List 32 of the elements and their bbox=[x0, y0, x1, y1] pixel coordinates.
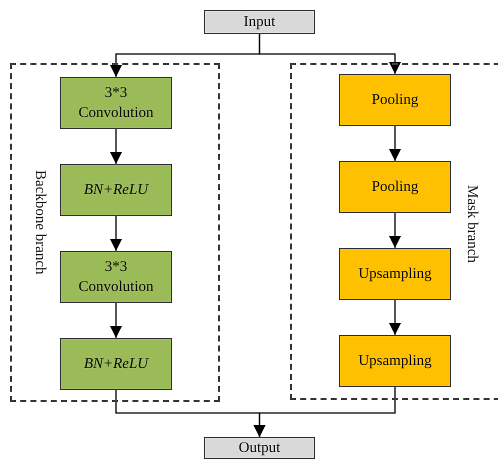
arrow bbox=[389, 300, 401, 335]
box-label: BN+ReLU bbox=[84, 355, 148, 374]
arrow bbox=[389, 126, 401, 161]
box-label: Pooling bbox=[372, 91, 418, 110]
io-box bbox=[204, 437, 315, 459]
arrow bbox=[258, 34, 401, 74]
box-label: Upsampling bbox=[358, 265, 432, 284]
arrow bbox=[389, 213, 401, 248]
process-box bbox=[60, 338, 172, 390]
box-label: Input bbox=[244, 13, 276, 32]
arrow bbox=[110, 303, 122, 338]
io-box bbox=[204, 10, 315, 34]
process-box bbox=[60, 164, 172, 216]
process-box bbox=[339, 161, 451, 213]
branch-group bbox=[10, 63, 220, 402]
box-label: BN+ReLU bbox=[84, 181, 148, 200]
process-box bbox=[60, 77, 172, 129]
box-label: Output bbox=[238, 439, 280, 458]
box-label: Upsampling bbox=[358, 352, 432, 371]
process-box bbox=[339, 335, 451, 387]
branch-label: Mask branch bbox=[464, 185, 479, 263]
arrow bbox=[254, 387, 396, 437]
process-box bbox=[339, 248, 451, 300]
arrow bbox=[110, 129, 122, 164]
branch-label: Backbone branch bbox=[32, 170, 47, 275]
process-box bbox=[60, 251, 172, 303]
box-label: Pooling bbox=[372, 178, 418, 197]
box-label: 3*3 Convolution bbox=[77, 84, 154, 123]
branch-group bbox=[290, 63, 498, 400]
arrow bbox=[110, 216, 122, 251]
box-label: 3*3 Convolution bbox=[77, 258, 154, 297]
process-box bbox=[339, 74, 451, 126]
